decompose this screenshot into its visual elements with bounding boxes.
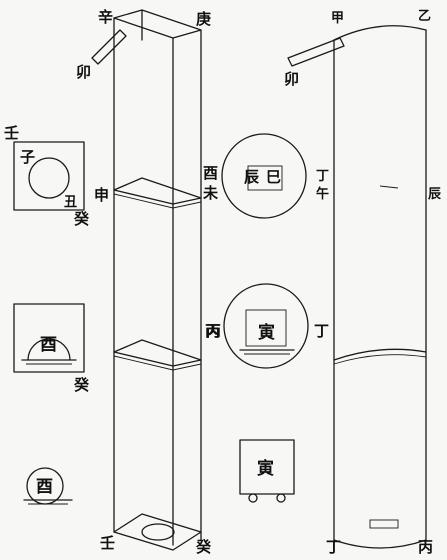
circle2-outline <box>223 283 309 369</box>
prism-label-rod: 卯 <box>76 63 91 81</box>
cylinder-rod <box>287 37 345 67</box>
left-figure-2 <box>13 303 85 373</box>
prism-top-face <box>113 9 202 39</box>
fig3-label-inner: 酉 <box>36 477 53 497</box>
prism-base <box>113 513 202 551</box>
prism-label-bottom-left: 壬 <box>100 534 115 552</box>
prism-label-top-left: 辛 <box>98 8 113 26</box>
cylinder-label-bottom-left: 丁 <box>326 538 341 556</box>
fig1-circle <box>28 157 70 199</box>
middle-cart <box>239 439 295 503</box>
fig2-label-inner: 酉 <box>40 335 57 355</box>
left-figure-1 <box>13 141 85 211</box>
cylinder-label-rod: 卯 <box>284 70 299 88</box>
prism-label-joint1-left: 申 <box>94 186 109 204</box>
cylinder <box>287 25 427 549</box>
prism-rod <box>91 29 127 65</box>
cylinder-label-mid-right: 辰 <box>428 187 442 202</box>
fig1-label-bottom-right-a: 丑 <box>64 195 77 210</box>
fig2-frame <box>13 303 85 373</box>
prism-joint-2 <box>113 339 202 367</box>
cylinder-label-top-left: 甲 <box>331 11 344 26</box>
prism-label-joint1-right-b: 未 <box>202 184 219 202</box>
circle2-label-inner: 寅 <box>258 322 275 343</box>
prism-joint-2-lip <box>113 355 202 371</box>
cylinder-base-slot <box>369 519 399 529</box>
fig2-dome <box>27 338 71 361</box>
cylinder-label-bottom-right: 丙 <box>418 538 433 556</box>
fig1-frame <box>13 141 85 211</box>
cart-wheel-right <box>276 493 286 503</box>
square-prism <box>91 9 202 551</box>
prism-label-top-right: 庚 <box>196 10 211 28</box>
cart-box <box>239 439 295 495</box>
cylinder-label-top-right: 乙 <box>418 9 431 24</box>
fig1-label-bottom-right-b: 癸 <box>73 210 90 228</box>
fig1-label-corner: 壬 <box>4 124 19 142</box>
cylinder-joint-lip <box>333 354 427 365</box>
prism-label-bottom-right: 癸 <box>195 538 212 556</box>
prism-label-joint1-right-a: 酉 <box>203 164 218 182</box>
middle-circle-1 <box>221 133 307 219</box>
circle1-label-b: 巳 <box>266 168 281 186</box>
cylinder-base <box>333 539 427 549</box>
circle1-label-a: 辰 <box>244 168 260 186</box>
fig1-label-inner: 子 <box>20 148 35 166</box>
prism-joint-1-lip <box>113 193 202 209</box>
cylinder-label-mid-left-b: 午 <box>316 186 329 202</box>
cart-label-inner: 寅 <box>257 458 274 479</box>
circle2-frame <box>245 309 287 347</box>
cylinder-seam-mark <box>379 185 399 189</box>
fig2-label-corner: 癸 <box>73 376 90 394</box>
cylinder-joint <box>333 348 427 361</box>
prism-joint-1 <box>113 177 202 205</box>
circle1-outline <box>221 133 307 219</box>
cart-wheel-left <box>248 493 258 503</box>
cylinder-label-mid-left-a: 丁 <box>316 169 329 184</box>
left-figure-3 <box>23 467 73 505</box>
circle2-label-right: 丁 <box>314 322 329 340</box>
circle1-frame <box>247 165 283 191</box>
prism-label-joint2-right: 丙 <box>205 322 220 340</box>
prism-base-hole <box>141 523 175 541</box>
circle2-label-left: 丙 <box>206 322 221 340</box>
middle-circle-2 <box>223 283 309 369</box>
cylinder-top-rim <box>333 25 427 41</box>
